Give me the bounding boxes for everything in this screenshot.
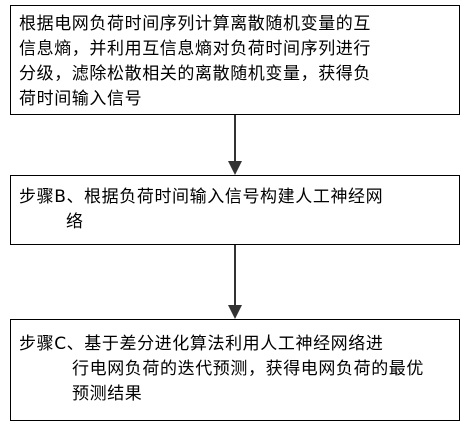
step-1-text-line: 根据电网负荷时间序列计算离散随机变量的互 [19,14,371,34]
step-b-text-line: 络 [66,212,84,232]
step-c-text-line: 行电网负荷的迭代预测，获得电网负荷的最优 [72,359,424,379]
step-1-text-line: 信息熵，并利用互信息熵对负荷时间序列进行 [19,39,371,59]
down-arrow-1 [228,115,242,175]
arrow-2-head [228,305,242,319]
step-b-text-line: 步骤B、根据负荷时间输入信号构建人工神经网 [19,187,384,207]
flow-step-c-box: 步骤C、基于差分进化算法利用人工神经网络进 行电网负荷的迭代预测，获得电网负荷的… [10,319,460,421]
step-1-text-line: 分级，滤除松散相关的离散随机变量，获得负 [19,64,371,84]
arrow-1-head [228,161,242,175]
flow-step-b-box: 步骤B、根据负荷时间输入信号构建人工神经网 络 [10,175,460,245]
down-arrow-2 [228,245,242,319]
step-1-text-line: 荷时间输入信号 [19,89,143,109]
step-c-text-line: 预测结果 [72,384,143,404]
flow-step-1-box: 根据电网负荷时间序列计算离散随机变量的互 信息熵，并利用互信息熵对负荷时间序列进… [10,5,460,115]
step-c-text-line: 步骤C、基于差分进化算法利用人工神经网络进 [19,334,384,354]
